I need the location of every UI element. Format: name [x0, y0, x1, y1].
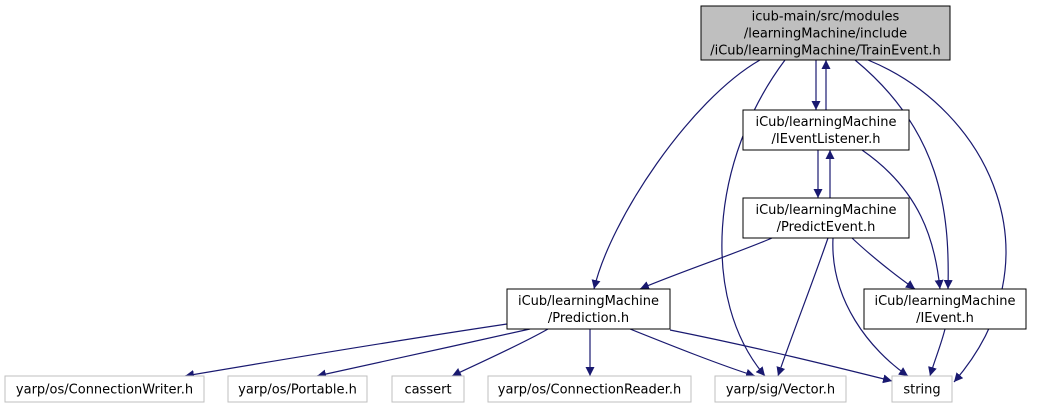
edge-root-to-prediction — [591, 59, 761, 290]
node-label-string-line-0: string — [903, 383, 940, 398]
node-label-prediction-line-0: iCub/learningMachine — [518, 294, 659, 309]
edge-root-to-string — [867, 59, 1007, 383]
node-ievent[interactable]: iCub/learningMachine/IEvent.h — [863, 288, 1027, 330]
node-prediction[interactable]: iCub/learningMachine/Prediction.h — [506, 288, 671, 330]
node-box-string — [891, 375, 953, 403]
node-string: string — [891, 375, 953, 403]
node-root: icub-main/src/modules/learningMachine/in… — [700, 5, 951, 61]
node-label-cw-line-0: yarp/os/ConnectionWriter.h — [16, 383, 193, 398]
node-label-root-line-0: icub-main/src/modules — [752, 10, 900, 25]
node-box-cassert — [391, 375, 465, 403]
edge-prediction-to-string — [669, 329, 893, 384]
node-label-ievent-line-1: /IEvent.h — [916, 311, 974, 326]
node-label-listener-line-0: iCub/learningMachine — [755, 115, 896, 130]
node-box-listener — [742, 109, 910, 151]
node-box-cr — [487, 375, 692, 403]
edge-predict-to-string — [832, 237, 909, 377]
node-label-predict-line-0: iCub/learningMachine — [755, 203, 896, 218]
node-box-ievent — [863, 288, 1027, 330]
edge-predict-to-ievent — [851, 237, 916, 290]
node-label-portable-line-0: yarp/os/Portable.h — [238, 383, 357, 398]
node-label-prediction-line-1: /Prediction.h — [548, 311, 629, 326]
node-box-root — [700, 5, 951, 61]
edge-prediction-to-portable — [316, 328, 531, 379]
node-label-predict-line-1: /PredictEvent.h — [777, 220, 876, 235]
node-box-cw — [4, 375, 205, 403]
edge-predict-to-prediction — [639, 237, 773, 290]
node-box-prediction — [506, 288, 671, 330]
node-label-vector-line-0: yarp/sig/Vector.h — [726, 383, 835, 398]
node-vector: yarp/sig/Vector.h — [714, 375, 847, 403]
edge-predict-to-vector — [776, 237, 829, 377]
node-cw: yarp/os/ConnectionWriter.h — [4, 375, 205, 403]
node-box-predict — [742, 197, 910, 239]
node-label-root-line-2: /iCub/learningMachine/TrainEvent.h — [710, 44, 941, 59]
node-label-ievent-line-0: iCub/learningMachine — [874, 294, 1015, 309]
node-label-cassert-line-0: cassert — [404, 383, 451, 398]
node-cr: yarp/os/ConnectionReader.h — [487, 375, 692, 403]
edge-prediction-to-vector — [629, 328, 756, 378]
edge-ievent-to-string — [928, 328, 946, 377]
node-label-cr-line-0: yarp/os/ConnectionReader.h — [498, 383, 682, 398]
edge-root-to-ievent — [854, 59, 953, 290]
node-predict[interactable]: iCub/learningMachine/PredictEvent.h — [742, 197, 910, 239]
node-listener[interactable]: iCub/learningMachine/IEventListener.h — [742, 109, 910, 151]
node-portable: yarp/os/Portable.h — [227, 375, 368, 403]
node-box-vector — [714, 375, 847, 403]
node-box-portable — [227, 375, 368, 403]
edges-layer — [184, 59, 1007, 384]
edge-prediction-to-cassert — [451, 328, 549, 377]
edge-root-to-vector — [721, 59, 786, 377]
edge-prediction-to-cw — [184, 323, 508, 379]
nodes-layer: icub-main/src/modules/learningMachine/in… — [4, 5, 1027, 403]
node-label-listener-line-1: /IEventListener.h — [772, 132, 881, 147]
node-cassert: cassert — [391, 375, 465, 403]
edge-listener-to-ievent — [861, 149, 944, 290]
node-label-root-line-1: /learningMachine/include — [744, 27, 907, 42]
